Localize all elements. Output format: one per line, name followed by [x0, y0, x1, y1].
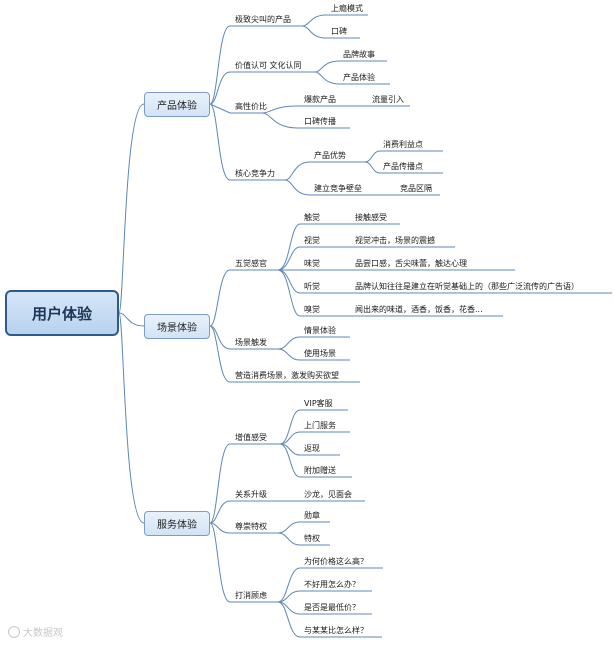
topic-node[interactable]: 视觉 — [304, 236, 320, 245]
topic-node[interactable]: 口碑传播 — [304, 117, 336, 126]
topic-node[interactable]: 增值感受 — [235, 433, 267, 442]
topic-node[interactable]: 关系升级 — [235, 490, 267, 499]
topic-node[interactable]: 返现 — [304, 444, 320, 453]
topic-node[interactable]: 产品优势 — [314, 151, 346, 160]
topic-node[interactable]: 闻出来的味道，酒香，饭香，花香... — [355, 305, 483, 314]
topic-node[interactable]: 特权 — [304, 534, 320, 543]
topic-node[interactable]: 品牌认知往往是建立在听觉基础上的（那些广泛流传的广告语） — [355, 282, 579, 291]
topic-node[interactable]: 核心竞争力 — [235, 169, 275, 178]
topic-node[interactable]: 尊崇特权 — [235, 522, 267, 531]
topic-node[interactable]: 与某某比怎么样？ — [304, 626, 368, 635]
topic-node[interactable]: 五觉感官 — [235, 259, 267, 268]
topic-node[interactable]: 为何价格这么高？ — [304, 557, 368, 566]
root-node[interactable]: 用户体验 — [5, 290, 119, 336]
topic-node[interactable]: 情景体验 — [304, 326, 336, 335]
topic-node[interactable]: 产品体验 — [343, 73, 375, 82]
topic-node[interactable]: 口碑 — [331, 27, 347, 36]
topic-node[interactable]: 上门服务 — [304, 421, 336, 430]
topic-node[interactable]: 嗅觉 — [304, 305, 320, 314]
topic-node[interactable]: 价值认可 文化认同 — [235, 61, 302, 70]
topic-node[interactable]: 竞品区隔 — [400, 184, 432, 193]
topic-node[interactable]: 附加赠送 — [304, 466, 336, 475]
watermark: 大数据观 — [8, 624, 63, 639]
topic-node[interactable]: 品牌故事 — [343, 50, 375, 59]
topic-node[interactable]: 产品传播点 — [383, 162, 423, 171]
topic-node[interactable]: 触觉 — [304, 213, 320, 222]
topic-node[interactable]: 沙龙，见面会 — [304, 490, 352, 499]
topic-node[interactable]: 使用场景 — [304, 349, 336, 358]
topic-node[interactable]: 是否是最低价？ — [304, 603, 360, 612]
branch-scene-experience[interactable]: 场景体验 — [144, 314, 210, 339]
topic-node[interactable]: 营造消费场景，激发购买欲望 — [235, 371, 339, 380]
watermark-text: 大数据观 — [23, 628, 63, 639]
watermark-logo-icon — [8, 625, 20, 638]
branch-product-experience[interactable]: 产品体验 — [144, 92, 210, 117]
topic-node[interactable]: 爆款产品 — [304, 95, 336, 104]
topic-node[interactable]: 味觉 — [304, 259, 320, 268]
topic-node[interactable]: 打消顾虑 — [235, 591, 267, 600]
topic-node[interactable]: 不好用怎么办？ — [304, 580, 360, 589]
topic-node[interactable]: 消费利益点 — [383, 140, 423, 149]
topic-node[interactable]: 高性价比 — [235, 102, 267, 111]
topic-node[interactable]: 流量引入 — [372, 95, 404, 104]
topic-node[interactable]: 上瘾模式 — [331, 4, 363, 13]
topic-node[interactable]: 建立竞争壁垒 — [314, 184, 362, 193]
topic-node[interactable]: 场景触发 — [235, 338, 267, 347]
topic-node[interactable]: VIP客服 — [304, 399, 333, 408]
topic-node[interactable]: 视觉冲击，场景的震撼 — [355, 236, 435, 245]
topic-node[interactable]: 品尝口感，舌尖味蕾，触达心理 — [355, 259, 467, 268]
branch-service-experience[interactable]: 服务体验 — [144, 511, 210, 536]
topic-node[interactable]: 勋章 — [304, 511, 320, 520]
topic-node[interactable]: 极致尖叫的产品 — [235, 15, 291, 24]
topic-node[interactable]: 接触感受 — [355, 213, 387, 222]
topic-node[interactable]: 听觉 — [304, 282, 320, 291]
